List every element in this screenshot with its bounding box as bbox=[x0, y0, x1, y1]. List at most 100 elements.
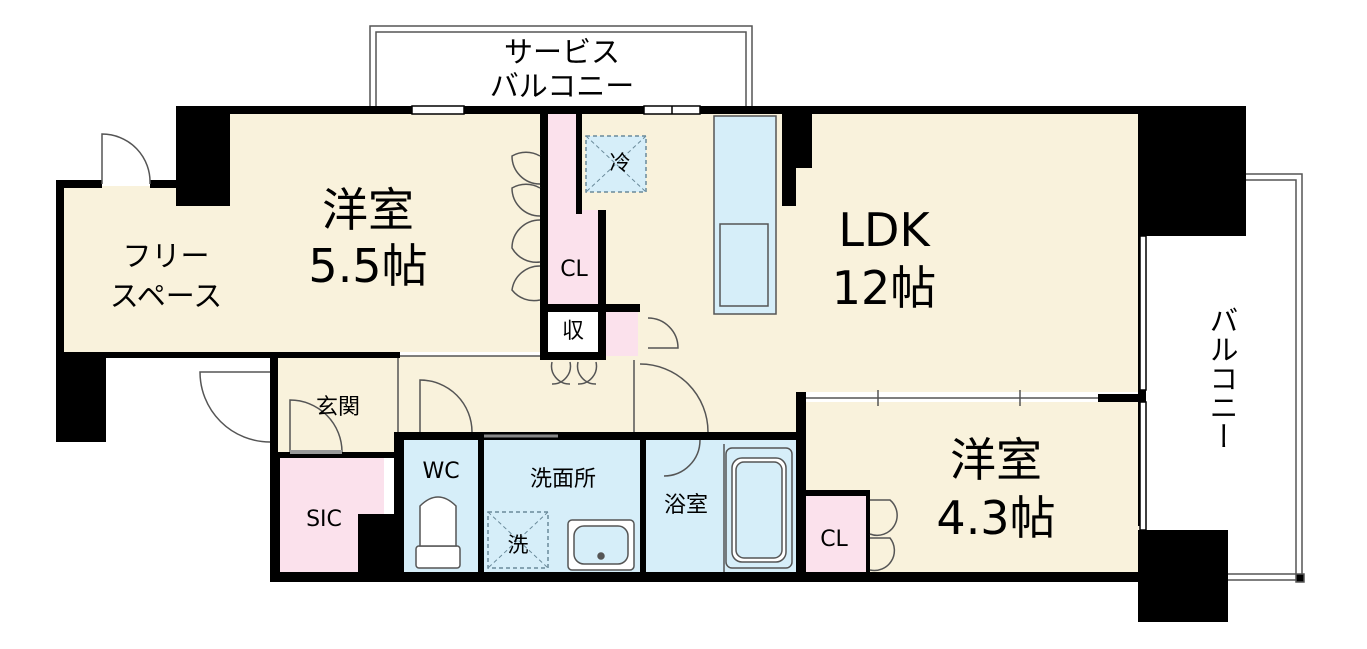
closet-2-label: CL bbox=[820, 527, 848, 552]
closet-2-floor bbox=[806, 496, 868, 572]
fridge-label: 冷 bbox=[610, 151, 631, 175]
door-swing-icon bbox=[663, 439, 701, 477]
wall-storage-box-bottom bbox=[540, 352, 604, 360]
western-room-1-floor bbox=[230, 114, 544, 352]
balcony-outline-inner bbox=[1226, 179, 1297, 575]
wall-storage-box-right bbox=[598, 304, 606, 360]
balcony-label: バルコニー bbox=[1205, 306, 1239, 451]
fridge-icon bbox=[585, 135, 647, 193]
bathroom-label: 浴室 bbox=[664, 493, 708, 518]
wall-pillar-bottom-left bbox=[56, 352, 106, 442]
toilet-icon bbox=[415, 496, 461, 569]
wall-closet-ldk-2 bbox=[598, 210, 606, 310]
service-balcony-label-line1: サービス bbox=[504, 35, 620, 69]
closet-door-icon bbox=[511, 183, 541, 217]
closet-door-icon bbox=[550, 361, 572, 385]
wall-sic-left bbox=[270, 452, 280, 580]
free-space-label-line1: フリー bbox=[122, 239, 209, 273]
partitions bbox=[397, 355, 1098, 438]
western-room-2-label-line1: 洋室 bbox=[950, 433, 1042, 487]
window-icon bbox=[1139, 235, 1147, 391]
door-swing-icon bbox=[419, 379, 473, 433]
wall-top-left bbox=[176, 106, 412, 114]
washroom-label: 洗面所 bbox=[530, 467, 596, 492]
entrance-floor bbox=[278, 356, 398, 456]
door-swing-icon bbox=[101, 133, 151, 185]
wall-kitchen-pillar bbox=[782, 114, 812, 206]
wall-ldk-room2 bbox=[796, 392, 806, 572]
washbasin-icon bbox=[567, 519, 635, 571]
closet-door-icon bbox=[511, 265, 541, 302]
western-room-1-label-line1: 洋室 bbox=[322, 183, 414, 237]
washer-icon bbox=[487, 511, 549, 569]
balcony-outline bbox=[1226, 173, 1303, 581]
hallway-floor bbox=[396, 356, 640, 436]
wall-storage-box-left bbox=[540, 304, 548, 360]
balconies bbox=[369, 25, 1305, 583]
free-space-label-line2: スペース bbox=[110, 279, 223, 313]
storage-floor bbox=[604, 312, 638, 356]
ldk-label: LDK bbox=[838, 203, 931, 257]
door-swing-icon bbox=[647, 317, 679, 349]
wall-storage-box-top bbox=[540, 304, 640, 312]
closet-1-doors bbox=[511, 151, 541, 302]
wall-closet2-right bbox=[866, 490, 870, 572]
wall-free-top-2 bbox=[150, 180, 180, 188]
bathtub-icon bbox=[725, 447, 793, 569]
door-swing-icon bbox=[639, 363, 709, 433]
closet-door-icon bbox=[511, 151, 541, 185]
wall-sic-block bbox=[358, 514, 398, 580]
door-swing-icon bbox=[199, 371, 271, 443]
closet-door-icon bbox=[869, 499, 898, 537]
wall-bottom bbox=[270, 572, 1146, 582]
wall-pillar-top-right bbox=[1138, 106, 1246, 236]
fixtures bbox=[415, 115, 793, 572]
balcony-drain bbox=[1295, 573, 1305, 583]
walls bbox=[56, 106, 1246, 622]
wall-pillar-bottom-right bbox=[1138, 530, 1228, 622]
wall-entrance-right bbox=[270, 358, 278, 454]
wall-free-left bbox=[56, 180, 64, 356]
closet-door-icon bbox=[576, 361, 598, 385]
wall-closet-ldk bbox=[576, 114, 582, 214]
service-balcony-outline bbox=[369, 25, 753, 106]
wall-closet2-top bbox=[806, 490, 870, 496]
labels: サービス バルコニー フリー スペース 洋室 5.5帖 LDK 12帖 洋室 4… bbox=[110, 35, 1239, 557]
wall-top-mid bbox=[464, 106, 644, 114]
sic-label: SIC bbox=[306, 507, 342, 532]
western-room-2-size: 4.3帖 bbox=[936, 491, 1055, 545]
closet-door-icon bbox=[869, 537, 896, 572]
wall-free-bottom bbox=[56, 352, 400, 358]
service-balcony-label-line2: バルコニー bbox=[490, 69, 634, 103]
door-swing-icon bbox=[289, 399, 343, 453]
closet-1-upper-floor bbox=[548, 114, 576, 214]
wall-free-top bbox=[56, 180, 102, 188]
entrance-label: 玄関 bbox=[316, 395, 360, 420]
wall-sic-top bbox=[270, 452, 394, 458]
wall-wash-bath bbox=[640, 432, 646, 580]
kitchen-sink-icon bbox=[719, 223, 769, 307]
closet-1-label: CL bbox=[560, 257, 588, 282]
window-icon bbox=[1139, 401, 1147, 531]
wall-wet-top bbox=[394, 432, 800, 440]
window-icon bbox=[411, 105, 465, 115]
ldk-size: 12帖 bbox=[832, 261, 937, 315]
windows bbox=[411, 105, 1147, 531]
wc-label: WC bbox=[422, 459, 459, 484]
wall-pillar-top-left bbox=[176, 106, 230, 206]
wall-ldk-room2-top bbox=[1098, 394, 1146, 402]
wall-wc-wash bbox=[478, 432, 484, 580]
kitchen-counter-icon bbox=[713, 115, 777, 315]
closet-door-icon bbox=[511, 219, 541, 263]
washer-label: 洗 bbox=[508, 533, 529, 557]
wall-top-right bbox=[700, 106, 1146, 114]
storage-label: 収 bbox=[562, 319, 584, 344]
closet-2-doors bbox=[869, 499, 898, 572]
western-room-1-size: 5.5帖 bbox=[308, 239, 427, 293]
wall-room1-closet bbox=[540, 114, 548, 360]
wall-wc-left bbox=[394, 432, 404, 580]
closet-1-floor bbox=[548, 210, 598, 304]
service-balcony-outline-inner bbox=[375, 31, 747, 106]
doors bbox=[101, 133, 709, 477]
